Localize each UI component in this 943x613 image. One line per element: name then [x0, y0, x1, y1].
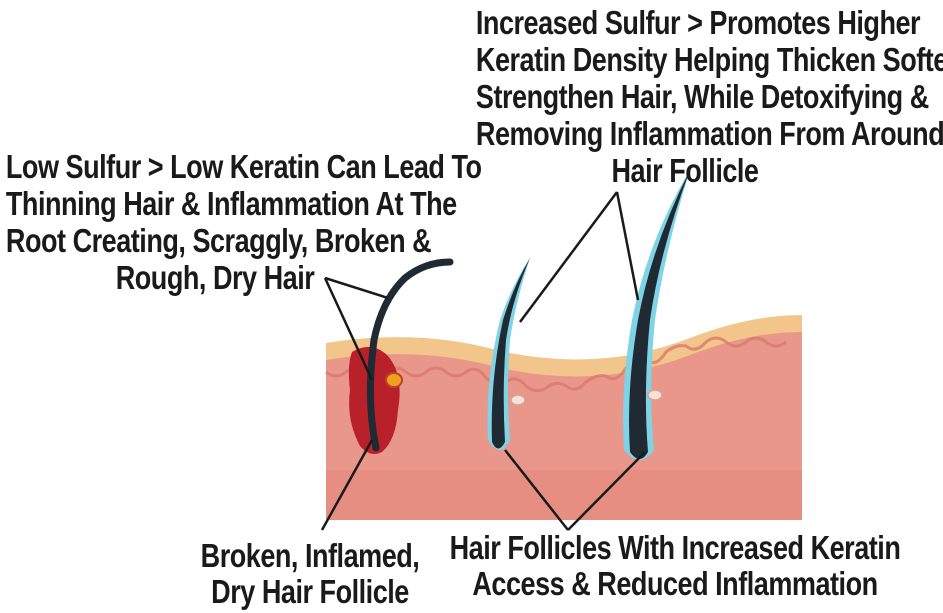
sebaceous-gland-inflamed	[385, 372, 403, 388]
callout-line: Keratin Density Helping Thicken Soften &	[475, 41, 943, 78]
inflamed-area	[348, 346, 400, 454]
leader-healthy-right	[567, 451, 646, 531]
callout-line: Broken, Inflamed,	[200, 537, 420, 574]
leader-broken	[320, 439, 374, 531]
hair-shaft-middle	[491, 258, 530, 449]
inflamed-follicle	[348, 258, 454, 454]
leader-lines	[320, 191, 646, 531]
leader-high-right	[615, 191, 640, 301]
skin-block	[325, 315, 802, 520]
callout-line: Strengthen Hair, While Detoxifying &	[475, 78, 929, 115]
leader-low-left	[323, 277, 374, 381]
leader-healthy-left	[504, 449, 569, 531]
callout-line: Thinning Hair & Inflammation At The	[5, 185, 457, 222]
callout-line: Hair Follicle	[611, 152, 759, 189]
callout-line: Hair Follicles With Increased Keratin	[449, 529, 901, 566]
healthy-follicle-middle	[487, 258, 530, 450]
low-sulfur-callout: Low Sulfur > Low Keratin Can Lead To Thi…	[5, 148, 482, 296]
sebaceous-gland-right	[647, 389, 663, 401]
leader-low-right	[324, 276, 389, 300]
callout-line: Dry Hair Follicle	[211, 573, 409, 610]
epidermis	[326, 315, 802, 377]
callout-line: Root Creating, Scraggly, Broken &	[5, 222, 432, 259]
callout-line: Rough, Dry Hair	[115, 259, 315, 296]
callout-line: Increased Sulfur > Promotes Higher	[475, 4, 921, 41]
callout-line: Access & Reduced Inflammation	[472, 565, 878, 602]
dermis-lower-band	[326, 470, 802, 520]
healthy-follicles-callout: Hair Follicles With Increased Keratin Ac…	[450, 530, 901, 602]
callout-line: Low Sulfur > Low Keratin Can Lead To	[5, 148, 482, 185]
hair-shaft-right	[629, 170, 690, 459]
dermis-wavy-border	[325, 336, 787, 393]
leader-high-left	[518, 191, 619, 323]
healthy-follicle-right	[623, 170, 690, 460]
broken-hair-tip	[404, 260, 451, 280]
broken-follicle-callout: Broken, Inflamed, Dry Hair Follicle	[187, 538, 433, 610]
callout-line: Removing Inflammation From Around The	[475, 115, 943, 152]
high-sulfur-callout: Increased Sulfur > Promotes Higher Kerat…	[475, 4, 943, 189]
sebaceous-gland-middle	[510, 394, 526, 406]
